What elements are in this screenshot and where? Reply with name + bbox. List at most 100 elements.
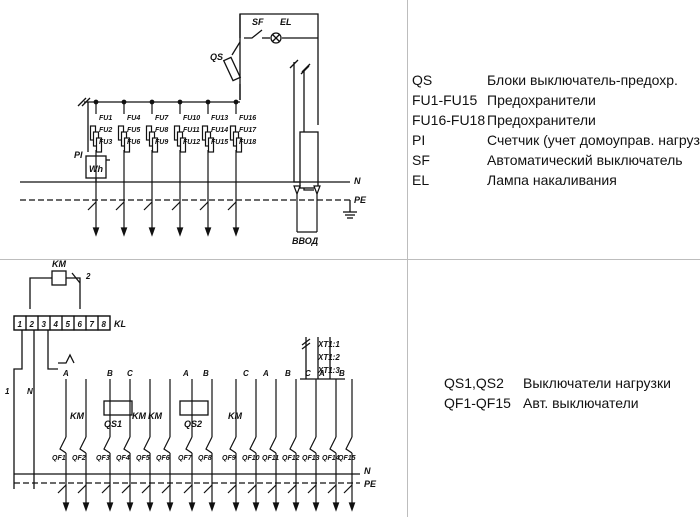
qf-column <box>307 379 320 512</box>
qf-column <box>247 379 260 512</box>
qf-contact <box>79 436 87 454</box>
terminal-cell <box>97 315 111 331</box>
fuse-label: FU8 <box>155 127 168 134</box>
qf-contact <box>59 436 67 454</box>
xt-3: XT1:3 <box>317 366 340 375</box>
legend-code: QS1,QS2 <box>444 375 504 391</box>
terminal-number: 4 <box>53 320 59 329</box>
phase-label: B <box>339 369 345 378</box>
top-schematic: FU1FU2FU3FU4FU5FU6FU7FU8FU9FU10FU11FU12F… <box>20 13 367 246</box>
qf-arrow <box>208 502 216 512</box>
qf-label: QF11 <box>262 455 279 462</box>
qf-arrow <box>146 502 154 512</box>
km-mark-4: KM <box>228 411 242 421</box>
qf-label: QF5 <box>136 455 150 462</box>
qf-contact <box>123 436 131 454</box>
bus-node <box>121 99 127 105</box>
fuse-label: FU2 <box>99 127 112 134</box>
qf-label: QF10 <box>242 455 260 462</box>
fuse-label: FU3 <box>99 139 112 146</box>
pe-tick <box>77 484 87 494</box>
legend-code: PI <box>412 132 426 148</box>
qf-arrow <box>272 502 280 512</box>
bus-node <box>233 99 239 105</box>
qf-column <box>327 379 340 512</box>
qf-column <box>183 379 196 512</box>
qf-label: QF8 <box>198 455 212 462</box>
fuse-stacks: FU1FU2FU3FU4FU5FU6FU7FU8FU9FU10FU11FU12F… <box>87 99 257 237</box>
qf-label: QF9 <box>222 455 236 462</box>
fuse-body <box>151 137 159 153</box>
qf-contact <box>345 436 353 454</box>
qf-label: QF4 <box>116 455 130 462</box>
terminal-number: 3 <box>42 320 47 329</box>
qf-contact <box>205 436 213 454</box>
qf-column <box>121 379 134 512</box>
fuse-column <box>199 99 215 237</box>
qf-contact <box>163 436 171 454</box>
qf-contact <box>103 436 111 454</box>
terminal-number: 6 <box>78 320 83 329</box>
pe-tick <box>141 484 151 494</box>
pi-label: PI <box>74 150 83 160</box>
legend-desc: Предохранители <box>487 92 596 108</box>
fuse-label: FU17 <box>239 127 257 134</box>
feeder-arrow <box>120 227 128 237</box>
vvod-label: ВВОД <box>292 236 319 246</box>
pe-tick <box>227 484 237 494</box>
qf-arrow <box>348 502 356 512</box>
legend-desc: Счетчик (учет домоуправ. нагрузки) <box>487 132 700 148</box>
qf-contact <box>329 436 337 454</box>
feeder-arrow <box>92 227 100 237</box>
pe-tick <box>267 484 277 494</box>
qf-contact <box>309 436 317 454</box>
bus-node <box>177 99 183 105</box>
qs1-label: QS1 <box>104 419 122 429</box>
fuse-column <box>227 99 243 237</box>
pe-tick <box>307 484 317 494</box>
pe-tick <box>115 201 125 211</box>
qf-label: QF7 <box>178 455 193 462</box>
legend-code: FU16-FU18 <box>412 112 486 128</box>
qf-arrow <box>292 502 300 512</box>
pe-tick <box>287 484 297 494</box>
bus-node <box>93 99 99 105</box>
left-wire-1: 1 <box>5 387 10 396</box>
pe-tick <box>121 484 131 494</box>
qf-contact <box>185 436 193 454</box>
qf-contact <box>289 436 297 454</box>
pe-tick <box>203 484 213 494</box>
fuse-column <box>143 99 159 237</box>
fuse-body <box>95 137 103 153</box>
pe-label-bottom: PE <box>364 479 377 489</box>
el-label: EL <box>280 17 292 27</box>
top-wiring <box>20 13 357 219</box>
fuse-label: FU10 <box>183 115 200 122</box>
feeder-arrow <box>148 227 156 237</box>
qf-label: QF1 <box>52 455 66 462</box>
feeder-arrow <box>176 227 184 237</box>
qf-column <box>101 379 114 512</box>
phase-label: A <box>62 369 69 378</box>
qf-column <box>203 379 216 512</box>
qf-contact <box>143 436 151 454</box>
horizontal-divider <box>0 259 700 260</box>
pe-tick <box>199 201 209 211</box>
xt-2: XT1:2 <box>317 353 340 362</box>
sf-label: SF <box>252 17 264 27</box>
fuse-body <box>123 137 131 153</box>
phase-label: B <box>107 369 113 378</box>
n-label: N <box>354 176 361 186</box>
legend-code: FU1-FU15 <box>412 92 478 108</box>
qf-contact <box>269 436 277 454</box>
fuse-column <box>115 99 131 237</box>
qf-label: QF3 <box>96 455 110 462</box>
qf-column <box>343 379 356 512</box>
km-mark-2: KM <box>132 411 146 421</box>
